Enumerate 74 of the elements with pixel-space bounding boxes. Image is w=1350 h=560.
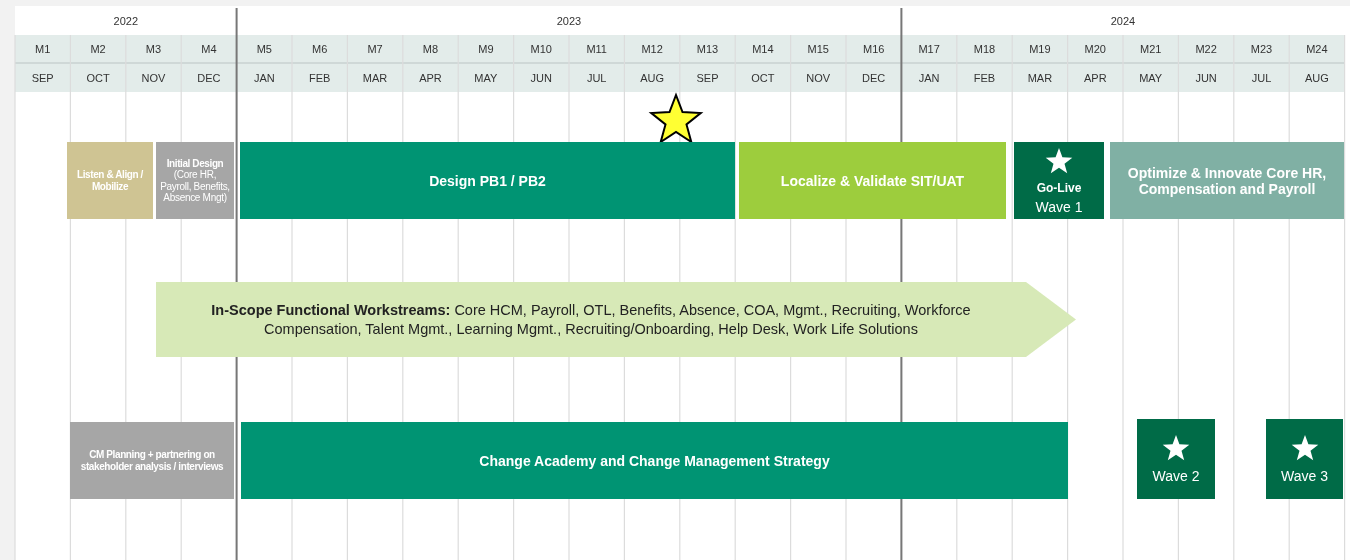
go-live-box: [1266, 419, 1343, 499]
month-name: OCT: [86, 71, 110, 84]
month-number: M11: [586, 43, 607, 55]
month-number: M3: [145, 43, 162, 55]
month-number: M10: [530, 43, 552, 55]
month-name: MAR: [1027, 71, 1053, 84]
month-name: SEP: [31, 71, 54, 84]
month-name: APR: [1083, 71, 1107, 84]
month-number: M18: [973, 43, 996, 55]
month-name: FEB: [973, 71, 996, 84]
month-number: M4: [201, 43, 217, 55]
month-name: JUL: [586, 71, 607, 84]
phase-box: [156, 142, 234, 219]
phase-label: Listen & Align / Mobilize: [76, 169, 144, 192]
month-number: M21: [1140, 43, 1162, 55]
month-name: NOV: [806, 71, 831, 84]
phase-label: Go-Live: [1036, 180, 1082, 195]
phase-label: Optimize & Innovate Core HR, Compensation and Payroll: [1126, 164, 1328, 197]
month-name: DEC: [197, 71, 221, 84]
month-number: M24: [1306, 43, 1328, 55]
phase-detail: (Core HR, Payroll, Benefits, Absence Mngt): [159, 169, 231, 204]
phase-label: Design PB1 / PB2: [429, 172, 546, 189]
month-name: JAN: [918, 71, 940, 84]
phase-label: CM Planning + partnering on stakeholder analysis / interviews: [79, 449, 225, 472]
month-number: M5: [256, 43, 272, 55]
month-number: M12: [641, 43, 663, 55]
wave-label: Wave 1: [1035, 198, 1083, 215]
wave-label: Wave 2: [1152, 468, 1200, 484]
month-name: JAN: [253, 71, 275, 84]
month-number: M15: [807, 43, 829, 55]
month-number: M13: [696, 43, 719, 55]
month-name: SEP: [696, 71, 719, 84]
month-number: M23: [1250, 43, 1273, 55]
phase-box: [67, 142, 153, 219]
month-name: APR: [419, 71, 442, 84]
month-name: JUN: [1195, 71, 1217, 84]
month-number: M1: [35, 43, 51, 55]
month-name: AUG: [1304, 71, 1329, 84]
month-number: M9: [478, 43, 494, 55]
month-name: OCT: [751, 71, 775, 84]
phase-bar: [739, 142, 1006, 219]
month-name: MAR: [362, 71, 388, 84]
wave-label: Wave 3: [1281, 468, 1328, 484]
month-number: M7: [367, 43, 383, 55]
month-name: DEC: [862, 71, 886, 84]
year-label: 2024: [1110, 15, 1136, 27]
month-number: M20: [1084, 43, 1106, 55]
month-number: M17: [918, 43, 940, 55]
month-name: JUN: [530, 71, 552, 84]
phase-box: [70, 422, 234, 499]
month-number: M16: [863, 43, 885, 55]
month-number: M6: [312, 43, 328, 55]
month-name: JUL: [1251, 71, 1272, 84]
month-name: AUG: [640, 71, 664, 84]
month-number: M8: [422, 43, 439, 55]
phase-bar: [1110, 142, 1344, 219]
month-number: M14: [752, 43, 774, 55]
go-live-box: [1014, 142, 1104, 219]
month-name: FEB: [309, 71, 331, 84]
year-label: 2023: [556, 15, 582, 27]
month-name: MAY: [1139, 71, 1163, 84]
phase-label: Localize & Validate SIT/UAT: [780, 172, 965, 189]
go-live-box: [1137, 419, 1215, 499]
phase-label: Change Academy and Change Management Strategy: [479, 452, 830, 469]
workstream-text: In-Scope Functional Workstreams: Core HCM, Payroll, OTL, Benefits, Absence, COA, Mgmt., Recruiting, Workforce Compensation, Talent Mgmt., Learning Mgmt., Recruiting/Onboarding, Help Desk, Work Life Solutions: [210, 301, 972, 338]
month-name: MAY: [474, 71, 498, 84]
month-number: M19: [1029, 43, 1051, 55]
month-name: NOV: [141, 71, 166, 84]
month-number: M22: [1195, 43, 1217, 55]
year-label: 2022: [113, 15, 139, 27]
phase-bar: [240, 142, 735, 219]
month-number: M2: [90, 43, 106, 55]
phase-bar: [241, 422, 1068, 499]
phase-label: Initial Design: [166, 157, 224, 169]
